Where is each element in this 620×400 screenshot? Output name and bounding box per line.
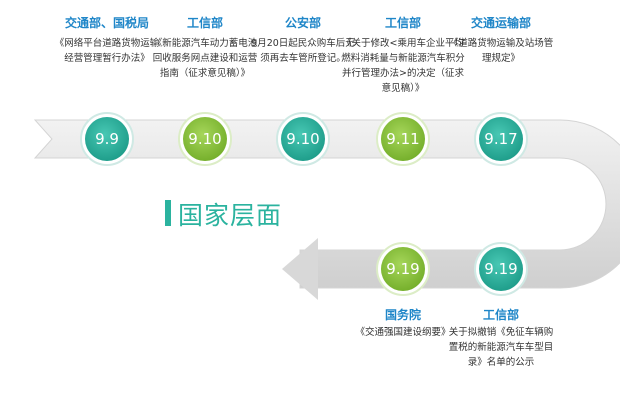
date-label: 9.17	[484, 130, 517, 148]
section-heading: 国家层面	[178, 201, 283, 230]
agency-label: 交通运输部	[470, 16, 531, 30]
date-label: 9.9	[95, 130, 119, 148]
date-node-circle	[381, 117, 425, 161]
event-description: 《道路货物运输及站场管理规定》	[448, 38, 554, 64]
date-node-circle	[281, 117, 325, 161]
date-label: 9.10	[188, 130, 221, 148]
date-label: 9.19	[484, 260, 517, 278]
agency-label: 公安部	[284, 16, 321, 30]
date-node-circle	[183, 117, 227, 161]
date-label: 9.11	[386, 130, 419, 148]
date-node-1: 9.9	[80, 112, 134, 166]
event-description: 《新能源汽车动力蓄电池回收服务网点建设和运营指南（征求意见稿）》	[152, 38, 258, 79]
date-node-circle	[381, 247, 425, 291]
date-node-circle	[85, 117, 129, 161]
date-node-4: 9.11	[376, 112, 430, 166]
agency-label: 国务院	[384, 308, 421, 322]
agency-label: 工信部	[186, 16, 223, 30]
event-description: 9月20日起民众购车后无须再去车管所登记。	[251, 38, 355, 64]
date-node-6: 9.19	[474, 242, 528, 296]
timeline-nodes: 9.9 9.10 9.10 9.11 9.17 9.19 9.19	[80, 112, 528, 296]
date-node-3: 9.10	[276, 112, 330, 166]
agency-label: 交通部、国税局	[64, 16, 149, 30]
track-arrow-head	[282, 238, 318, 300]
event-description: 《交通强国建设纲要》	[355, 327, 451, 338]
date-node-circle	[479, 247, 523, 291]
event-description: 《网络平台道路货物运输经营管理暂行办法》	[54, 38, 160, 64]
event-description: 《关于修改<乘用车企业平均燃料消耗量与新能源汽车积分并行管理办法>的决定（征求意…	[341, 38, 465, 94]
event-description: 关于拟撤销《免征车辆购置税的新能源汽车车型目录》名单的公示	[448, 327, 554, 368]
date-label: 9.10	[286, 130, 319, 148]
agency-label: 工信部	[482, 308, 519, 322]
agency-label: 工信部	[384, 16, 421, 30]
date-node-circle	[479, 117, 523, 161]
heading-accent-bar	[165, 200, 171, 226]
date-node-7: 9.19	[376, 242, 430, 296]
date-node-2: 9.10	[178, 112, 232, 166]
date-node-5: 9.17	[474, 112, 528, 166]
date-label: 9.19	[386, 260, 419, 278]
